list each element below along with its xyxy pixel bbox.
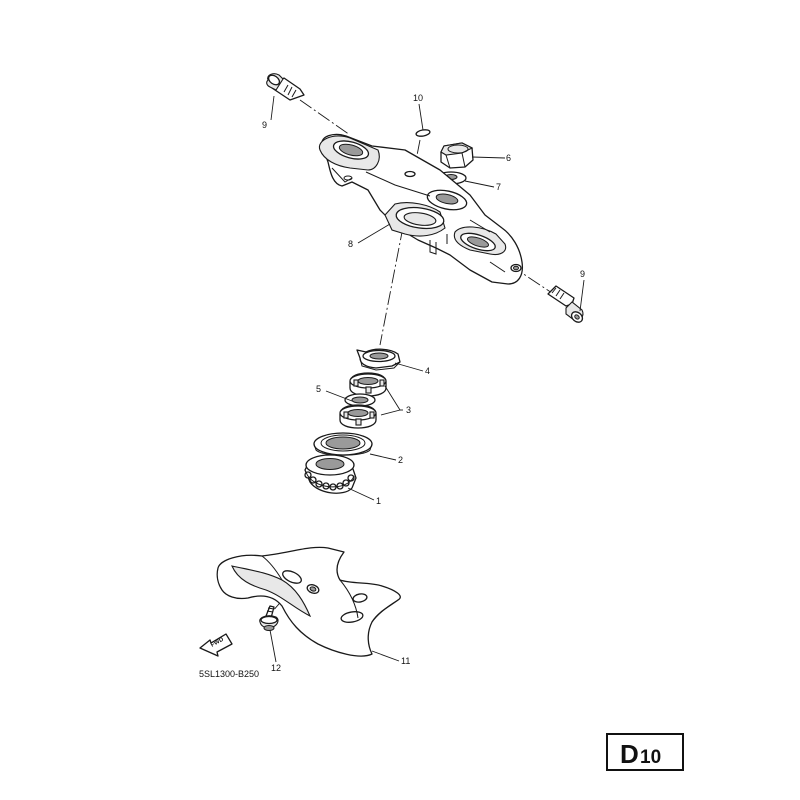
bearing-cover <box>313 432 373 456</box>
figure-code: 5SL1300-B250 <box>199 669 259 679</box>
callout-7: 7 <box>496 182 501 192</box>
forward-arrow-icon: FWD <box>199 633 233 657</box>
ring-nut-lower <box>339 404 377 429</box>
steering-cover <box>216 546 401 657</box>
page-badge-letter: D <box>620 739 639 769</box>
callout-5: 5 <box>316 384 321 394</box>
bolt-upper <box>266 73 305 101</box>
roller-bearing <box>304 454 357 494</box>
leader-lines <box>269 95 585 663</box>
page-badge: D 10 <box>606 733 684 771</box>
callout-11: 11 <box>401 656 410 666</box>
callout-3: 3 <box>406 405 411 415</box>
callout-2: 2 <box>398 455 403 465</box>
callout-9-upper: 9 <box>262 120 267 130</box>
callout-12: 12 <box>271 663 281 673</box>
bolt-lower <box>547 285 584 323</box>
o-ring <box>415 129 431 137</box>
lock-washer <box>356 348 401 371</box>
callout-4: 4 <box>425 366 430 376</box>
upper-bracket <box>318 133 524 285</box>
callout-8: 8 <box>348 239 353 249</box>
callout-labels: 10 6 7 8 9 9 4 5 3 2 1 11 12 <box>262 93 585 673</box>
callout-6: 6 <box>506 153 511 163</box>
callout-1: 1 <box>376 496 381 506</box>
stem-nut <box>440 142 474 169</box>
callout-10: 10 <box>413 93 423 103</box>
cover-screw <box>259 605 279 631</box>
page-badge-number: 10 <box>640 747 661 768</box>
callout-9-lower: 9 <box>580 269 585 279</box>
ring-nut-upper <box>349 372 387 397</box>
